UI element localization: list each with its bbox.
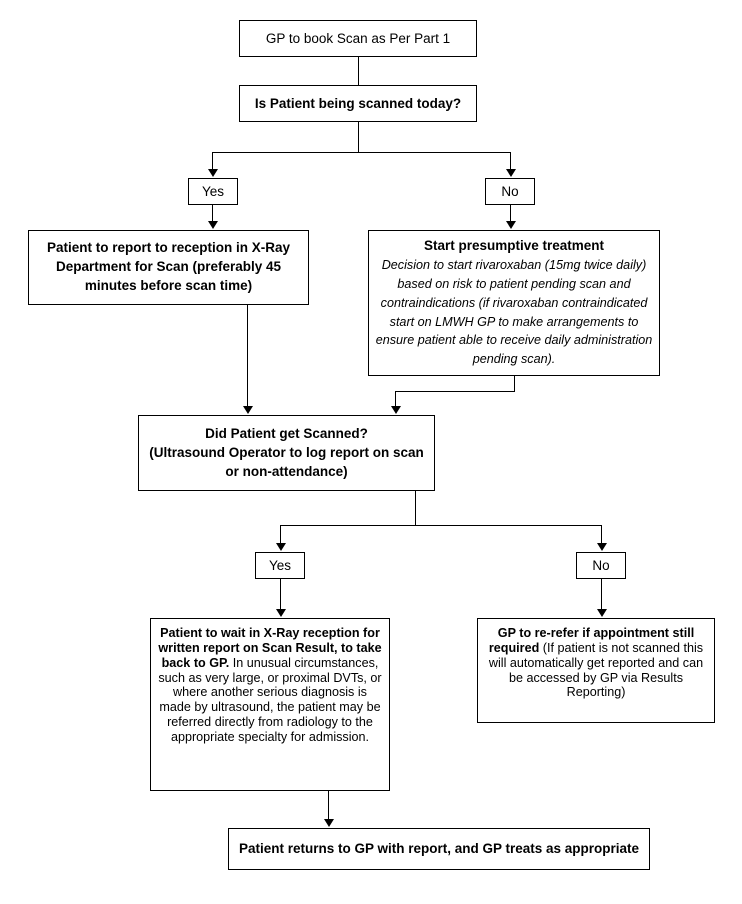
did-scanned-line-2: (Ultrasound Operator to log report on sc… <box>149 444 424 460</box>
connector-branch2-bar <box>280 525 601 526</box>
node-report-to-reception-text: Patient to report to reception in X-Ray … <box>34 239 303 296</box>
node-branch2-yes-label: Yes <box>268 557 292 573</box>
node-branch1-no-label: No <box>501 183 519 199</box>
node-decision-did-get-scanned-text: Did Patient get Scanned? (Ultrasound Ope… <box>144 425 429 482</box>
arrow-branch2-yes <box>276 543 286 551</box>
arrow-reception-to-did-scanned <box>243 406 253 414</box>
arrow-branch1-yes <box>208 169 218 177</box>
node-branch2-no: No <box>576 552 626 579</box>
arrow-yes2-to-wait <box>276 609 286 617</box>
arrow-presumptive-to-did-scanned <box>391 406 401 414</box>
connector-presumptive-across <box>395 391 515 392</box>
connector-presumptive-into-decision <box>395 391 396 407</box>
connector-yes-to-reception <box>212 205 213 222</box>
node-end-label: Patient returns to GP with report, and G… <box>238 841 640 857</box>
node-re-refer-text: GP to re-refer if appointment still requ… <box>483 626 709 700</box>
connector-wait-to-end <box>328 791 329 820</box>
node-re-refer: GP to re-refer if appointment still requ… <box>477 618 715 723</box>
arrow-branch1-no <box>506 169 516 177</box>
node-start: GP to book Scan as Per Part 1 <box>239 20 477 57</box>
report-line-2: Department for Scan (preferably 45 <box>55 258 282 274</box>
connector-branch2-no-drop <box>601 525 602 543</box>
report-line-1: Patient to report to reception in X-Ray <box>46 240 291 255</box>
did-scanned-line-3: or non-attendance) <box>225 463 348 479</box>
node-branch1-yes-label: Yes <box>201 183 225 199</box>
did-scanned-line-1: Did Patient get Scanned? <box>205 426 368 441</box>
node-presumptive-treatment: Start presumptive treatment Decision to … <box>368 230 660 376</box>
node-decision-scanned-today: Is Patient being scanned today? <box>239 85 477 122</box>
connector-yes2-to-wait <box>280 579 281 610</box>
connector-decision-stem <box>358 122 359 152</box>
connector-reception-to-did-scanned <box>247 305 248 407</box>
node-decision-scanned-today-label: Is Patient being scanned today? <box>254 95 462 111</box>
connector-branch1-no-drop <box>510 152 511 170</box>
re-refer-plain: (If patient is not scanned this will aut… <box>488 640 704 700</box>
connector-no2-to-re-refer <box>601 579 602 610</box>
connector-branch1-yes-drop <box>212 152 213 170</box>
node-presumptive-treatment-text: Start presumptive treatment Decision to … <box>374 237 654 369</box>
wait-plain: In unusual circumstances, such as very l… <box>158 655 382 745</box>
report-line-3: minutes before scan time) <box>84 277 253 293</box>
connector-start-to-decision <box>358 57 359 85</box>
node-wait-for-report-text: Patient to wait in X-Ray reception for w… <box>156 626 384 745</box>
connector-branch2-yes-drop <box>280 525 281 543</box>
presumptive-body: Decision to start rivaroxaban (15mg twic… <box>375 257 653 367</box>
connector-did-scanned-stem <box>415 491 416 525</box>
node-decision-did-get-scanned: Did Patient get Scanned? (Ultrasound Ope… <box>138 415 435 491</box>
presumptive-heading: Start presumptive treatment <box>423 238 605 253</box>
node-branch2-no-label: No <box>592 557 610 573</box>
connector-presumptive-down <box>514 376 515 392</box>
node-report-to-reception: Patient to report to reception in X-Ray … <box>28 230 309 305</box>
connector-branch1-bar <box>212 152 510 153</box>
arrow-yes-to-reception <box>208 221 218 229</box>
connector-no-to-presumptive <box>510 205 511 222</box>
node-end: Patient returns to GP with report, and G… <box>228 828 650 870</box>
arrow-wait-to-end <box>324 819 334 827</box>
arrow-no2-to-re-refer <box>597 609 607 617</box>
node-start-label: GP to book Scan as Per Part 1 <box>265 30 451 46</box>
node-branch2-yes: Yes <box>255 552 305 579</box>
arrow-branch2-no <box>597 543 607 551</box>
node-branch1-yes: Yes <box>188 178 238 205</box>
node-branch1-no: No <box>485 178 535 205</box>
node-wait-for-report: Patient to wait in X-Ray reception for w… <box>150 618 390 791</box>
wait-bold: Patient to wait in X-Ray reception for w… <box>158 626 382 670</box>
re-refer-bold: GP to re-refer if appointment still requ… <box>488 626 695 655</box>
arrow-no-to-presumptive <box>506 221 516 229</box>
